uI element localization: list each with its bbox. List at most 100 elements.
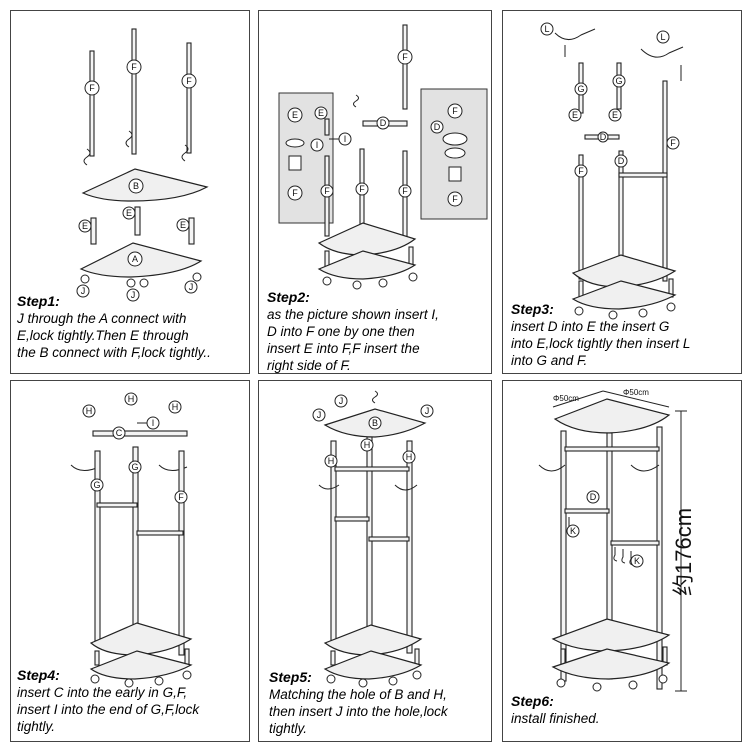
wheel-icon bbox=[358, 678, 368, 688]
connector-e-center: E bbox=[122, 206, 141, 236]
step3-panel: L L G G E E D F D bbox=[502, 10, 742, 374]
step4-diagram: H H H I C G G F bbox=[70, 392, 193, 688]
svg-text:L: L bbox=[660, 32, 665, 42]
dimension-width-left: Φ50cm bbox=[552, 390, 604, 408]
shelf-a bbox=[551, 648, 671, 680]
wheel-icon bbox=[388, 676, 398, 686]
part-j-right bbox=[420, 404, 434, 418]
rod-f-left: F bbox=[84, 50, 100, 157]
step2-title: Step2: bbox=[267, 289, 310, 305]
shelf-a bbox=[89, 650, 193, 680]
step5-title: Step5: bbox=[269, 669, 312, 685]
rod-right bbox=[406, 440, 413, 654]
part-d bbox=[586, 490, 600, 504]
hook-l-right: L bbox=[640, 30, 684, 81]
screw-icon bbox=[372, 390, 378, 404]
rod-f-right: F bbox=[181, 42, 197, 154]
svg-text:J: J bbox=[131, 290, 136, 300]
svg-text:E: E bbox=[292, 110, 298, 120]
svg-text:F: F bbox=[292, 188, 298, 198]
step6-title: Step6: bbox=[511, 693, 554, 709]
svg-text:F: F bbox=[131, 62, 137, 72]
part-e-small bbox=[314, 106, 328, 120]
crossbar-top bbox=[334, 466, 410, 472]
rod-middle bbox=[618, 150, 624, 272]
step5-text: Matching the hole of B and H, then inser… bbox=[269, 687, 448, 736]
crossbar-top bbox=[564, 446, 660, 452]
shelf-a bbox=[317, 250, 417, 280]
step4-text: insert C into the early in G,F, insert I… bbox=[17, 685, 200, 734]
part-e bbox=[568, 108, 582, 122]
svg-text:B: B bbox=[372, 418, 378, 428]
wheel-j-left: J bbox=[76, 274, 90, 298]
step2-caption: Step2: as the picture shown insert I, D … bbox=[267, 289, 491, 373]
svg-text:A: A bbox=[132, 254, 138, 264]
svg-text:L: L bbox=[544, 24, 549, 34]
part-k-left bbox=[566, 524, 580, 538]
svg-text:J: J bbox=[339, 396, 344, 406]
part-h-left bbox=[82, 404, 96, 418]
step6-panel: Φ50cm Φ50cm D K K 约176cm bbox=[502, 380, 742, 742]
wheel-icon bbox=[408, 272, 418, 282]
crossbar bbox=[368, 536, 410, 542]
dimension-height: 约176cm bbox=[671, 410, 696, 692]
svg-text:F: F bbox=[670, 138, 676, 148]
step6-caption: Step6: install finished. bbox=[511, 693, 741, 727]
part-k-right bbox=[630, 554, 644, 568]
shelf-b-top: B bbox=[323, 408, 427, 438]
step3-title: Step3: bbox=[511, 301, 554, 317]
screw-icon bbox=[181, 144, 189, 162]
svg-text:F: F bbox=[402, 186, 408, 196]
shelf-a: A bbox=[79, 242, 203, 278]
step3-diagram: L L G G E E D F D bbox=[540, 22, 684, 320]
step1-panel: F F F B E E bbox=[10, 10, 250, 374]
svg-text:G: G bbox=[577, 84, 584, 94]
svg-text:F: F bbox=[89, 83, 95, 93]
svg-text:约176cm: 约176cm bbox=[671, 508, 696, 596]
hook-k-icon bbox=[613, 547, 634, 566]
svg-text:E: E bbox=[180, 220, 186, 230]
part-j-left bbox=[312, 408, 326, 422]
wheel-icon bbox=[154, 676, 164, 686]
step4-title: Step4: bbox=[17, 667, 60, 683]
step1-title: Step1: bbox=[17, 293, 60, 309]
crossbar bbox=[618, 172, 668, 178]
screw-icon bbox=[353, 94, 359, 108]
step3-text: insert D into E the insert G into E,lock… bbox=[511, 319, 691, 368]
step2-text: as the picture shown insert I, D into F … bbox=[267, 307, 439, 373]
dimension-width-right: Φ50cm bbox=[602, 388, 670, 408]
step1-diagram: F F F B E E bbox=[76, 28, 209, 302]
svg-text:C: C bbox=[116, 428, 123, 438]
shelf-a bbox=[323, 650, 423, 680]
hook-icon bbox=[394, 484, 418, 491]
wheel-icon bbox=[658, 674, 668, 684]
step6-text: install finished. bbox=[511, 711, 600, 726]
wheel-icon bbox=[592, 682, 602, 692]
hook-icon bbox=[630, 464, 660, 472]
wheel-icon bbox=[124, 678, 134, 688]
screw-icon bbox=[125, 130, 133, 148]
svg-text:Φ50cm: Φ50cm bbox=[623, 388, 649, 397]
hook-icon bbox=[318, 484, 340, 490]
crossbar bbox=[564, 508, 610, 514]
svg-text:F: F bbox=[178, 492, 184, 502]
wheel-icon bbox=[352, 280, 362, 290]
wheel-icon bbox=[412, 670, 422, 680]
hook-l-left: L bbox=[540, 22, 596, 57]
wheel-icon bbox=[182, 670, 192, 680]
wheel-icon bbox=[322, 276, 332, 286]
svg-text:E: E bbox=[612, 110, 618, 120]
crossbar bbox=[96, 502, 138, 508]
svg-text:H: H bbox=[406, 452, 413, 462]
wheel-icon bbox=[90, 674, 100, 684]
rod-right bbox=[662, 80, 668, 282]
wheel-icon bbox=[326, 674, 336, 684]
wheel-j-right: J bbox=[184, 272, 202, 294]
wheel-icon bbox=[638, 308, 648, 318]
rod-g-center bbox=[132, 446, 139, 642]
step5-panel: J J J B H H H Step5: bbox=[258, 380, 492, 742]
svg-text:G: G bbox=[93, 480, 100, 490]
connector-d: D bbox=[584, 131, 620, 143]
step4-panel: H H H I C G G F bbox=[10, 380, 250, 742]
svg-text:E: E bbox=[318, 108, 324, 118]
